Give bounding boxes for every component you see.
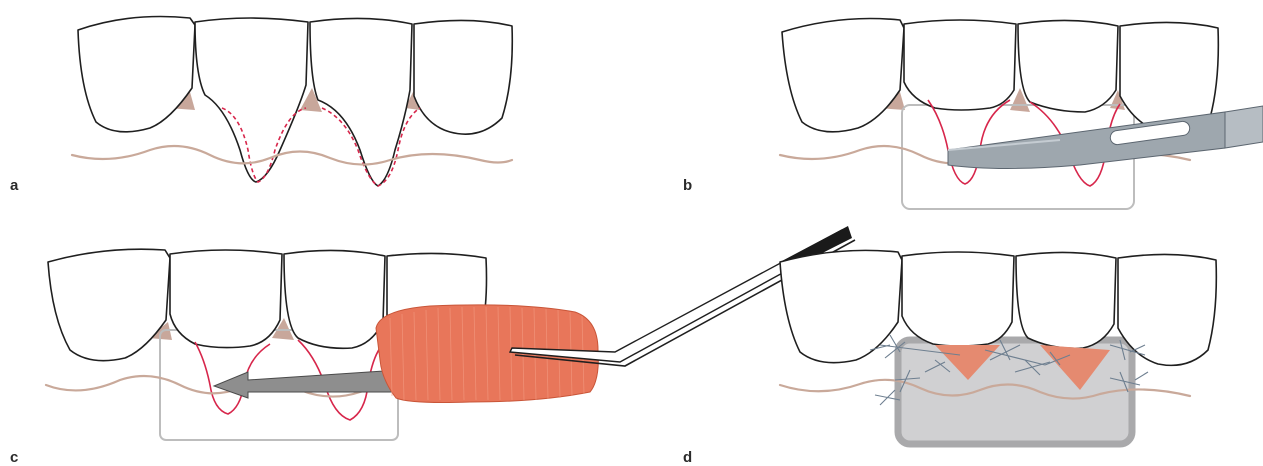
tooth-a-2 bbox=[195, 18, 308, 182]
tooth-a-4 bbox=[414, 20, 512, 134]
tooth-d-2 bbox=[902, 252, 1014, 346]
tooth-c-2 bbox=[170, 250, 282, 348]
panel-c bbox=[46, 226, 855, 440]
tooth-a-3 bbox=[310, 18, 412, 186]
tooth-b-1 bbox=[782, 19, 904, 132]
panel-label-b: b bbox=[683, 177, 692, 194]
panel-label-d: d bbox=[683, 449, 692, 466]
tooth-d-4 bbox=[1118, 254, 1216, 365]
placement-arrow bbox=[214, 370, 400, 398]
panel-d bbox=[780, 250, 1216, 444]
tooth-b-3 bbox=[1018, 20, 1118, 112]
panel-label-c: c bbox=[10, 449, 18, 466]
panel-label-a: a bbox=[10, 177, 19, 194]
tooth-a-1 bbox=[78, 17, 195, 132]
tooth-b-2 bbox=[904, 20, 1016, 110]
panel-b bbox=[780, 19, 1263, 210]
tooth-d-3 bbox=[1016, 252, 1116, 348]
scalpel bbox=[948, 106, 1263, 169]
panel-a bbox=[72, 17, 512, 187]
tooth-c-1 bbox=[48, 249, 170, 360]
tooth-c-3 bbox=[284, 250, 385, 348]
gingiva-line-a bbox=[72, 146, 512, 165]
